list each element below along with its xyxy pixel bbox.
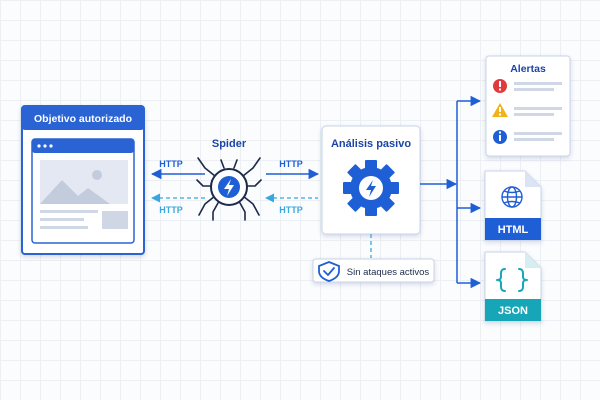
flow-target-spider: HTTP HTTP [150, 159, 205, 215]
globe-icon [501, 186, 523, 208]
badge-label: Sin ataques activos [347, 267, 430, 278]
html-output: HTML [484, 170, 542, 241]
alerts-title: Alertas [510, 63, 546, 75]
image-icon [40, 160, 128, 204]
spider-node: Spider [196, 138, 262, 221]
spider-icon [196, 157, 262, 221]
info-icon [493, 130, 507, 144]
no-active-attacks-badge: Sin ataques activos [312, 234, 435, 283]
html-label: HTML [498, 224, 529, 236]
target-node: Objetivo autorizado [21, 105, 145, 255]
json-label: JSON [498, 305, 528, 317]
json-output: JSON [484, 251, 542, 322]
flow-spider-analysis: HTTP HTTP [265, 159, 320, 215]
analysis-label: Análisis pasivo [331, 138, 411, 150]
flow-label-spider-to-analysis: HTTP [279, 159, 303, 169]
shield-check-icon [318, 261, 340, 282]
analysis-node: Análisis pasivo [321, 125, 421, 235]
spider-label: Spider [212, 138, 247, 150]
flow-label-target-to-spider: HTTP [159, 159, 183, 169]
browser-window-icon [31, 138, 135, 244]
bolt-icon [218, 176, 240, 198]
bolt-icon [366, 180, 376, 197]
output-connectors [420, 95, 482, 289]
error-icon [493, 79, 507, 93]
target-title: Objetivo autorizado [34, 113, 132, 125]
curly-braces-icon [496, 268, 528, 292]
flow-label-analysis-to-spider: HTTP [279, 205, 303, 215]
warning-icon [492, 103, 508, 117]
flow-label-spider-to-target: HTTP [159, 205, 183, 215]
gear-icon [343, 160, 399, 216]
alerts-output: Alertas [485, 55, 571, 157]
